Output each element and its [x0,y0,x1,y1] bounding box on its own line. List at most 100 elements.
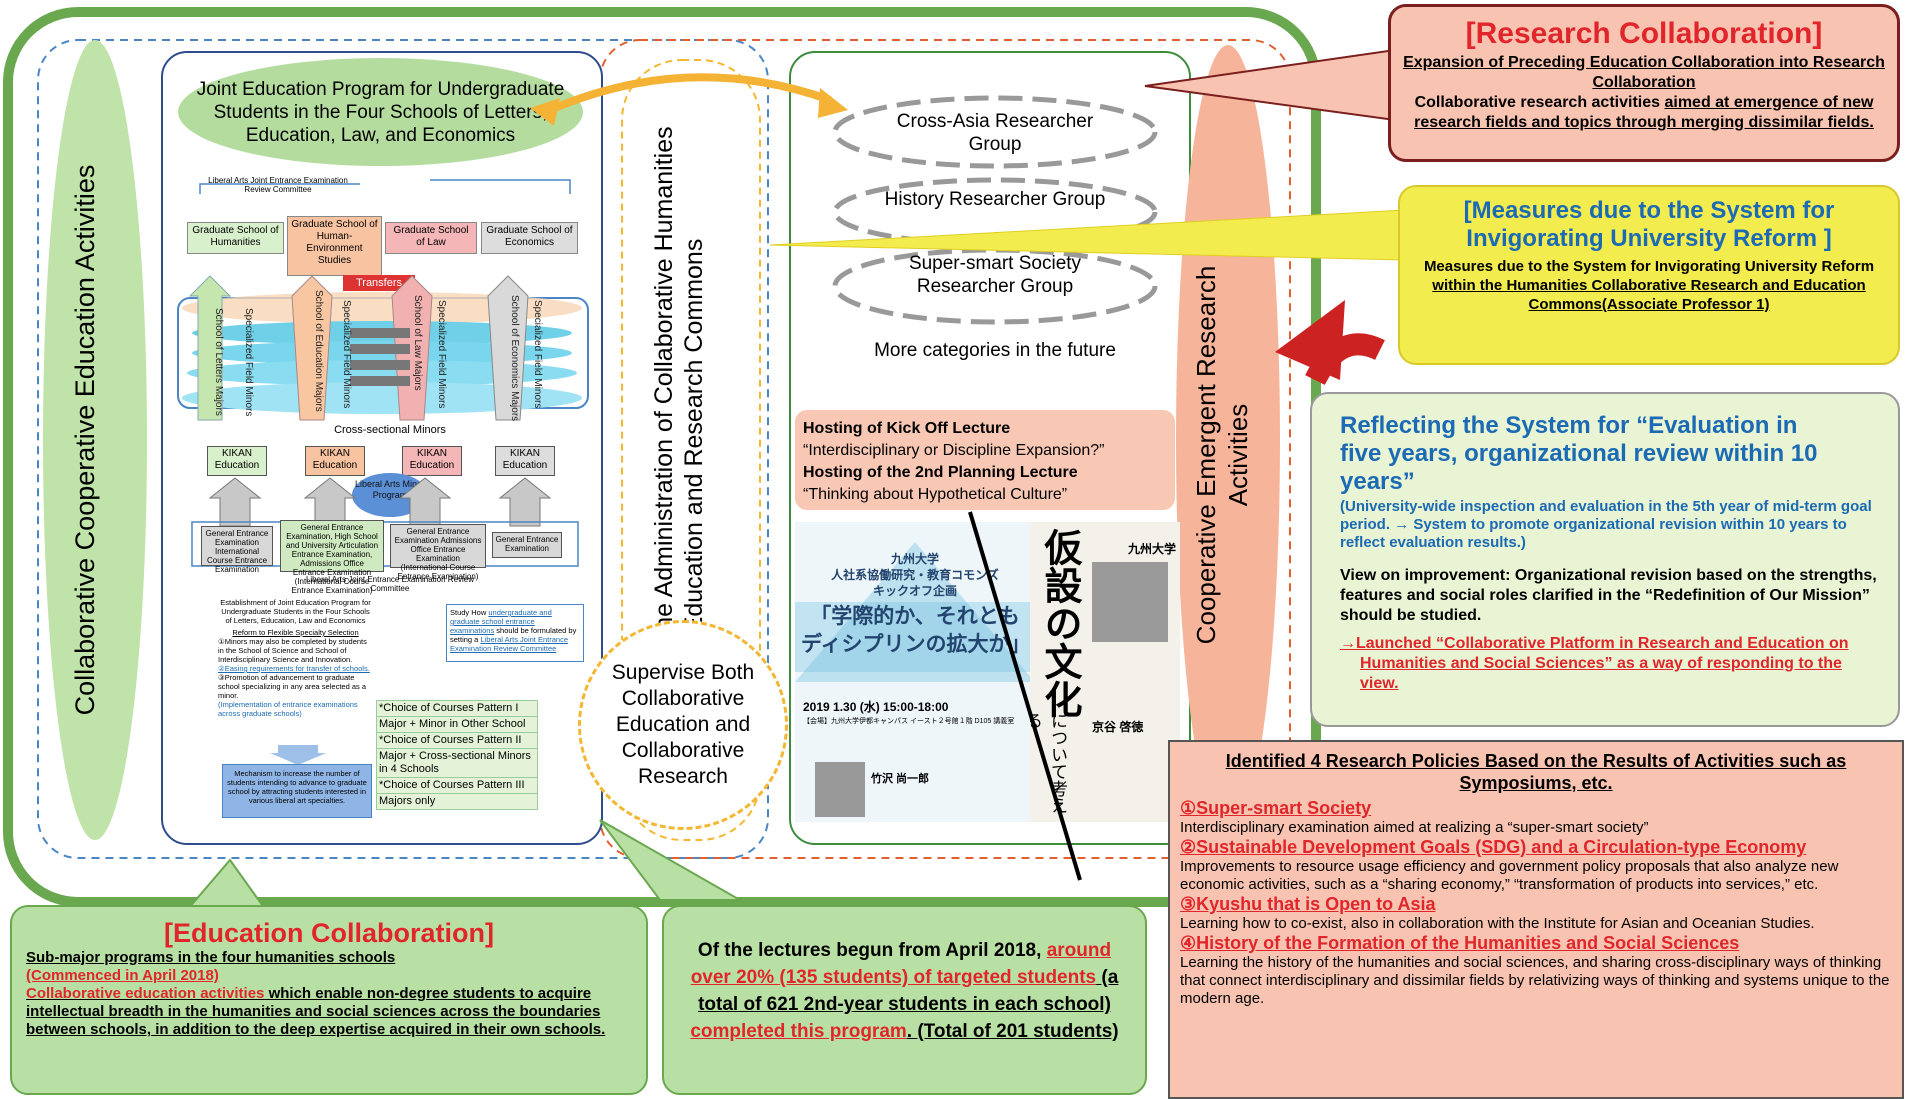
research-callout: [Research Collaboration] Expansion of Pr… [1388,4,1900,162]
policy-3-text: Learning how to co-exist, also in collab… [1180,915,1815,932]
policy-3-title: ③Kyushu that is Open to Asia [1180,894,1436,914]
study-box: Study How undergraduate and graduate sch… [446,604,584,662]
col-minors-1: Specialized Field Minors [243,308,254,417]
lectures-e: . (Total of 201 students) [906,1021,1119,1042]
measures-l2: within the Humanities Collaborative Rese… [1432,277,1866,313]
research-l2a: Collaborative research activities [1414,94,1665,111]
choice-1-desc: Major + Minor in Other School [377,717,537,733]
kickoff-t1: “Interdisciplinary or Discipline Expansi… [803,442,1105,459]
choices-box: *Choice of Courses Pattern I Major + Min… [376,700,538,810]
poster-hypothetical: 仮設の文化 について考える 九州大学 京谷 啓徳 [1030,522,1180,822]
study-link2: Liberal Arts Joint Entrance Examination … [450,635,568,653]
col-minors-3: Specialized Field Minors [436,300,447,409]
policy-2-title: ②Sustainable Development Goals (SDG) and… [1180,837,1807,857]
poster1-date: 2019 1.30 (水) 15:00-18:00 [803,700,949,714]
kikan-law: KIKAN Education [402,446,462,476]
kikan-letters: KIKAN Education [207,446,267,476]
group-super-smart: Super-smart Society Researcher Group [908,253,1082,297]
col-minors-4: Specialized Field Minors [532,300,543,409]
poster1-venue: 【会場】九州大学伊都キャンパス イースト２号館１階 D105 講義室 [803,718,1015,725]
policies-header: Identified 4 Research Policies Based on … [1225,751,1847,793]
reflecting-launched: →Launched “Collaborative Platform in Res… [1340,635,1849,692]
kikan-education: KIKAN Education [305,446,365,476]
research-title: [Research Collaboration] [1465,17,1823,50]
education-l3a: Collaborative education activities [26,985,265,1002]
col-law-majors: School of Law Majors [412,295,423,391]
reflecting-title: Reflecting the System for “Evaluation in… [1340,412,1818,495]
kickoff-h2: Hosting of the 2nd Planning Lecture [803,464,1078,481]
lectures-c: (a total of 621 2nd-year students in eac… [698,967,1119,1015]
policy-1-text: Interdisciplinary examination aimed at r… [1180,819,1649,836]
entrance-law: General Entrance Examination Admissions … [390,524,486,581]
policy-4: ④History of the Formation of the Humanit… [1180,933,1892,1008]
entrance-letters: General Entrance Examination Internation… [201,526,273,574]
measures-callout: [Measures due to the System for Invigora… [1398,185,1900,365]
poster1-speaker: 竹沢 尚一郎 [871,773,930,785]
measures-l1: Measures due to the System for Invigorat… [1423,258,1875,275]
policy-3: ③Kyushu that is Open to Asia Learning ho… [1180,894,1892,933]
left-pill [43,40,147,840]
policy-2-text: Improvements to resource usage efficienc… [1180,858,1839,893]
reflecting-sub: (University-wide inspection and evaluati… [1340,498,1872,551]
entrance-bracket [191,521,579,567]
choice-1-title: *Choice of Courses Pattern I [377,701,537,717]
choice-2-desc: Major + Cross-sectional Minors in 4 Scho… [377,749,537,778]
policies-box: Identified 4 Research Policies Based on … [1168,740,1904,1099]
kickoff-box: Hosting of Kick Off Lecture “Interdiscip… [795,410,1175,510]
poster2-title: 仮設の文化 [1038,528,1083,718]
measures-title: [Measures due to the System for Invigora… [1463,197,1835,252]
establishment-p1: ①Minors may also be completed by student… [218,637,367,664]
establishment-p3b: (Implementation of entrance examinations… [218,700,358,718]
transfers-label: Transfers [343,275,415,291]
education-l2: (Commenced in April 2018) [26,967,219,984]
establishment-block: Establishment of Joint Education Program… [218,598,373,718]
poster1-event: キックオフ企画 [872,584,957,598]
poster2-org: 九州大学 [1128,542,1177,556]
lectures-callout: Of the lectures begun from April 2018, a… [662,905,1147,1095]
choice-3-desc: Majors only [379,795,436,807]
kickoff-t2: “Thinking about Hypothetical Culture” [803,486,1068,503]
education-callout: [Education Collaboration] Sub-major prog… [10,905,648,1095]
kikan-economics: KIKAN Education [495,446,555,476]
policy-4-text: Learning the history of the humanities a… [1180,954,1890,1007]
research-l1: Expansion of Preceding Education Collabo… [1403,54,1885,91]
joint-program-ellipse: Joint Education Program for Undergraduat… [178,58,583,166]
poster-kickoff: 九州大学 人社系協働研究・教育コモンズ キックオフ企画 「学際的か、それとも デ… [795,522,1035,822]
majors-graphic [177,275,589,421]
measures-body: Measures due to the System for Invigorat… [1412,257,1886,314]
grad-school-human-environment: Graduate School of Human-Environment Stu… [287,216,382,276]
col-education-majors: School of Education Majors [313,290,324,412]
policy-2: ②Sustainable Development Goals (SDG) and… [1180,837,1892,894]
establishment-reform: Reform to Flexible Specialty Selection [232,628,359,637]
poster1-org: 九州大学 [890,552,939,566]
policy-1-title: ①Super-smart Society [1180,798,1372,818]
policy-4-title: ④History of the Formation of the Humanit… [1180,933,1740,953]
reflecting-view: View on improvement: Organizational revi… [1340,567,1877,624]
lajerc-connector [199,179,571,194]
research-l2b: aimed at emergence of new research field… [1414,94,1874,131]
group-cross-asia: Cross-Asia Researcher Group [896,111,1094,155]
study-pre: Study How [450,608,489,617]
group-history: History Researcher Group [884,189,1106,210]
mechanism-box: Mechanism to increase the number of stud… [222,764,372,818]
establishment-arrow [270,745,326,765]
kickoff-h1: Hosting of Kick Off Lecture [803,420,1011,437]
policy-1: ①Super-smart Society Interdisciplinary e… [1180,798,1892,837]
education-l1: Sub-major programs in the four humanitie… [26,949,396,966]
lectures-d: completed this program [690,1021,907,1042]
establishment-p2: ②Easing requirements for transfer of sch… [218,664,370,673]
supervise-circle: Supervise Both Collaborative Education a… [578,620,788,830]
entrance-economics: General Entrance Examination [492,532,562,558]
lectures-a: Of the lectures begun from April 2018, [697,940,1047,961]
study-mid: should be formulated by setting a [450,626,577,644]
choice-3-title: *Choice of Courses Pattern III [377,778,537,794]
grad-school-humanities: Graduate School of Humanities [187,222,284,254]
joint-program-text: Joint Education Program for Undergraduat… [196,78,565,146]
supervise-text: Supervise Both Collaborative Education a… [611,661,755,788]
grad-school-economics: Graduate School of Economics [481,222,578,254]
poster1-headline: 「学際的か、それとも ディシプリンの拡大か」 [801,603,1031,656]
col-letters-majors: School of Letters Majors [213,308,224,416]
reflecting-callout: Reflecting the System for “Evaluation in… [1310,392,1900,727]
education-title: [Education Collaboration] [164,918,494,948]
lectures-b: around over 20% (135 students) of target… [690,940,1112,988]
